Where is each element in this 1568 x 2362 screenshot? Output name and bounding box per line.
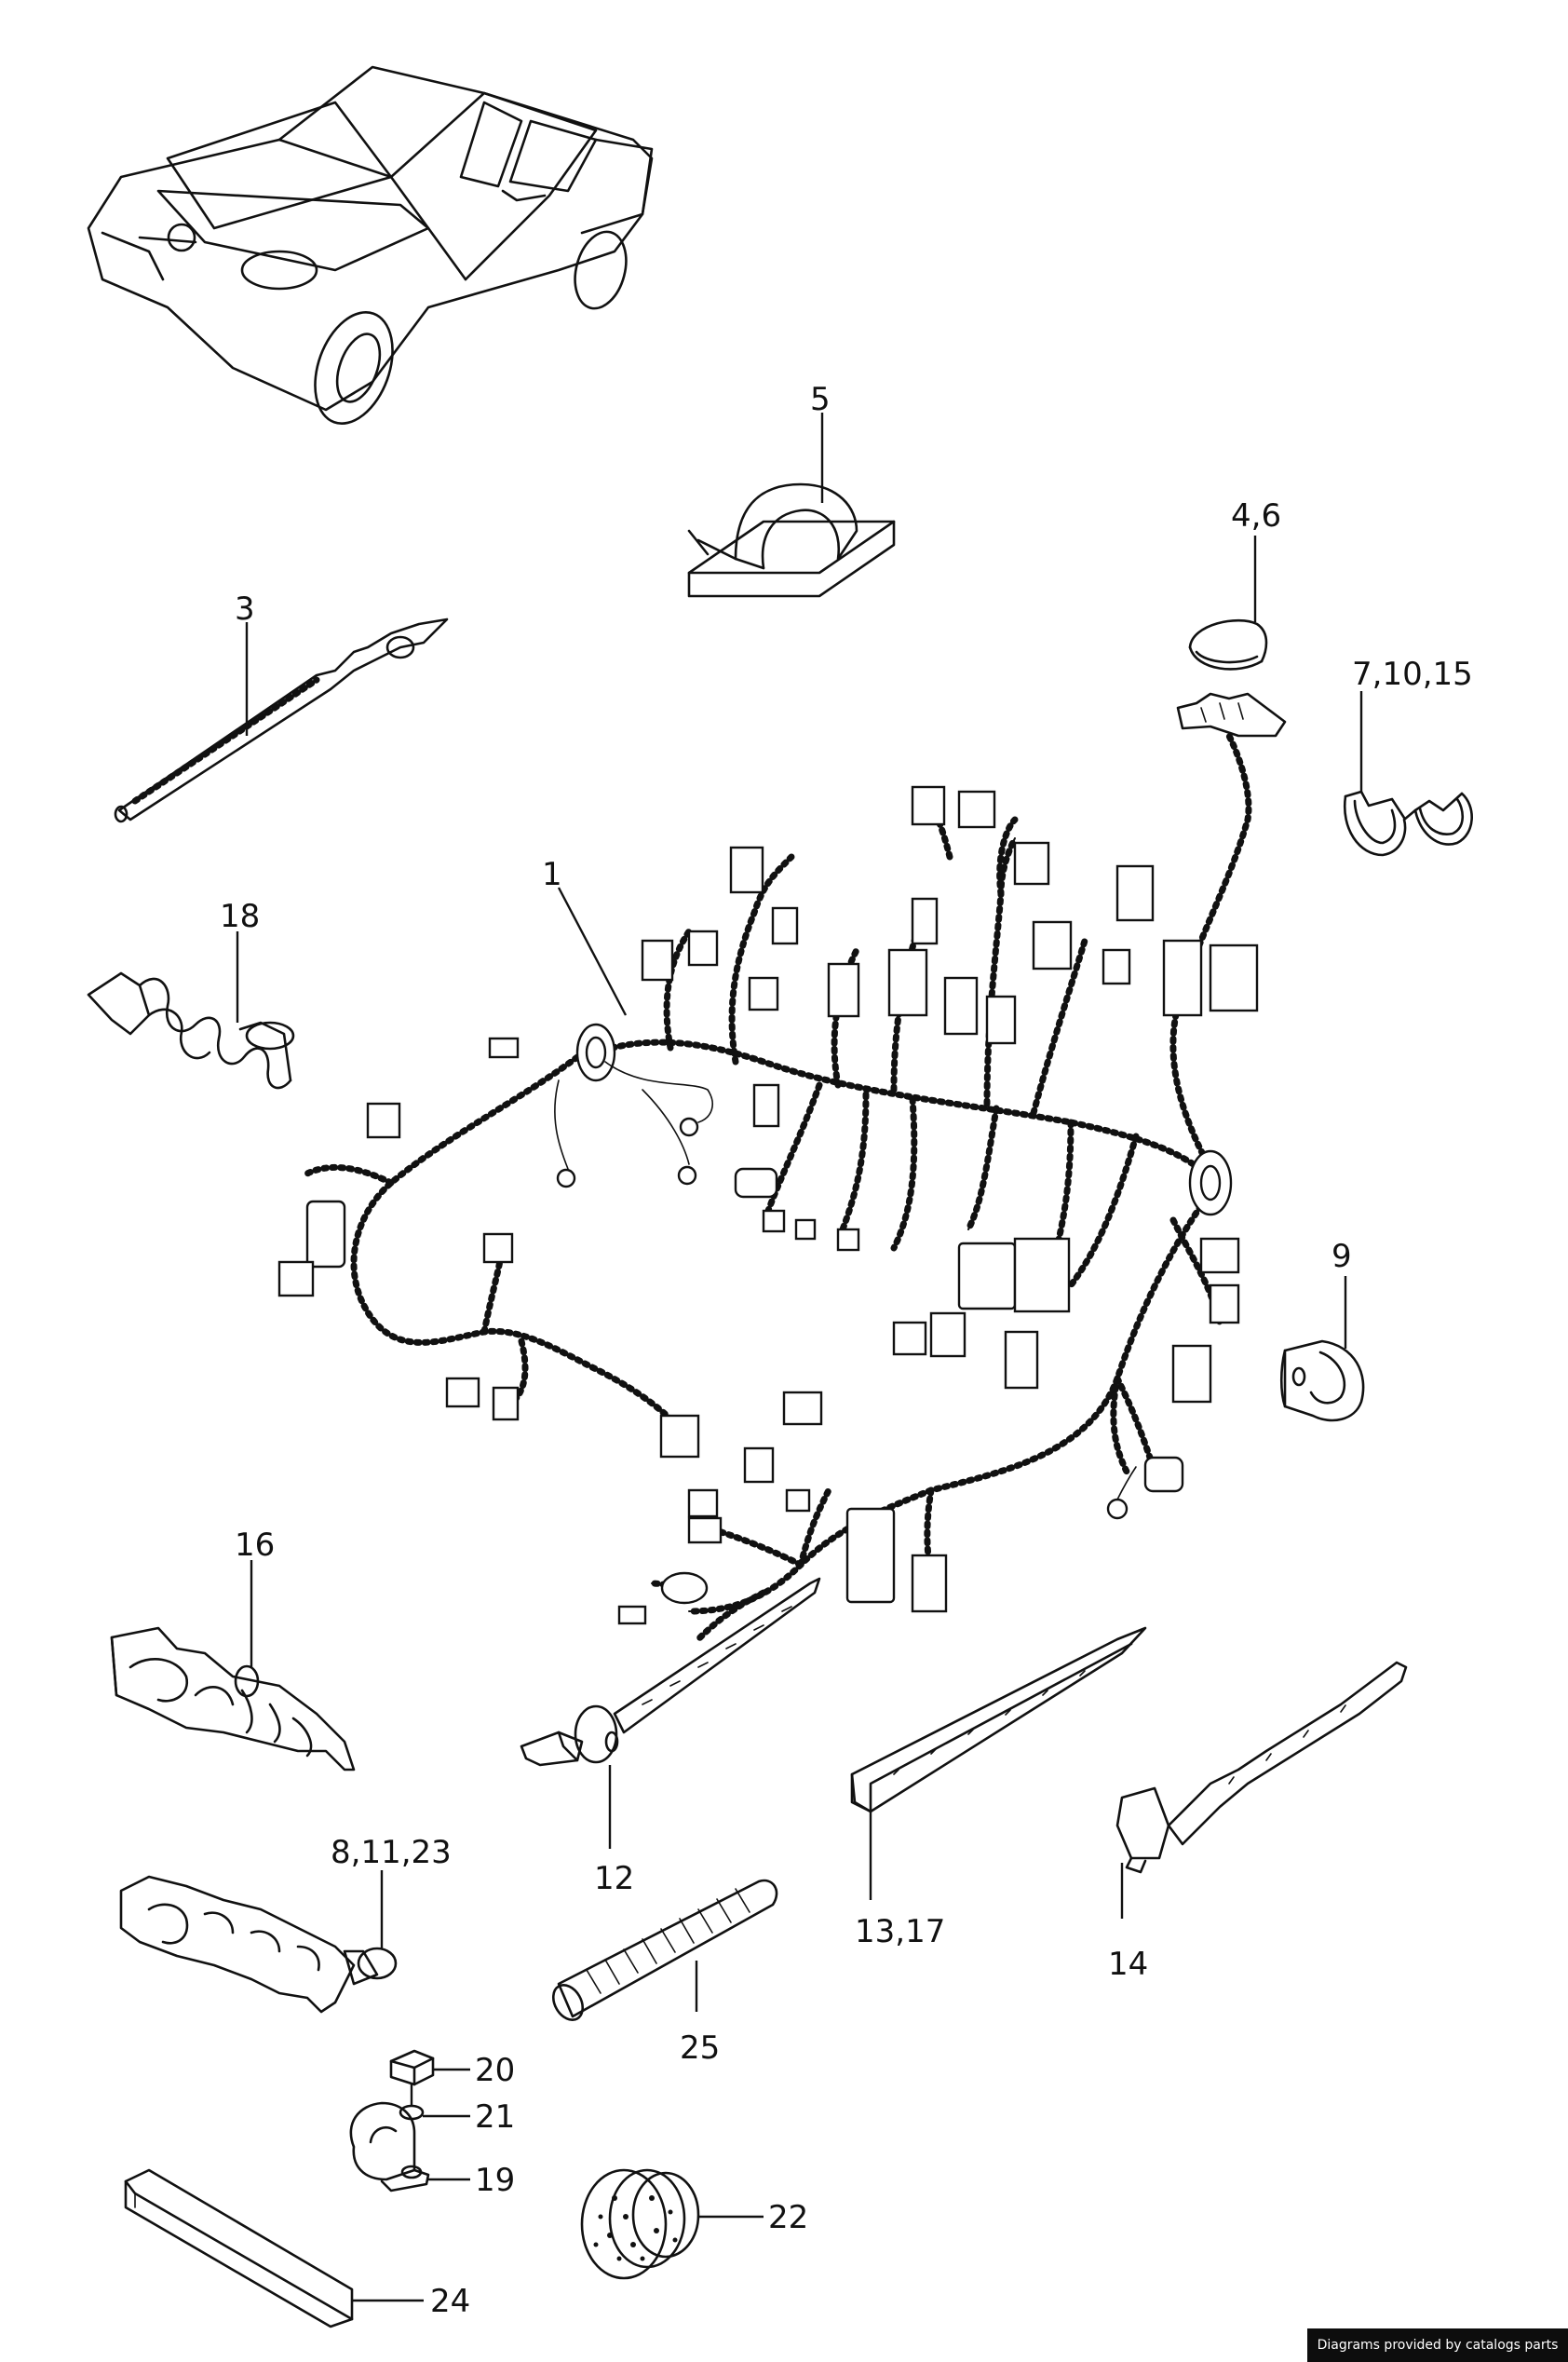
callout-21: 21: [475, 2098, 515, 2136]
callout-3: 3: [235, 590, 255, 628]
callout-5: 5: [810, 381, 831, 418]
callout-18: 18: [220, 898, 260, 935]
callout-13-17: 13,17: [855, 1913, 945, 1950]
callout-12: 12: [594, 1860, 634, 1897]
vehicle-illustration: [87, 65, 654, 425]
part-4-6-clamp: [1176, 618, 1287, 738]
part-9-clip: [1279, 1339, 1365, 1422]
callout-22: 22: [768, 2199, 808, 2236]
callout-25: 25: [680, 2029, 720, 2067]
callout-7-10-15: 7,10,15: [1352, 656, 1473, 693]
parts-19-20-21-bracket: [349, 2049, 435, 2192]
callout-19: 19: [475, 2162, 515, 2199]
part-13-17-cable-tie: [850, 1626, 1147, 1813]
part-12-cable-tie-anchor: [520, 1577, 821, 1767]
part-25-convoluted-tube: [551, 1879, 778, 2021]
part-8-11-23-clip-strip: [119, 1875, 398, 2014]
part-1-wiring-harness: [277, 732, 1259, 1643]
part-3-cable-tie: [114, 618, 449, 823]
part-24-adhesive-strip: [124, 2168, 354, 2328]
callout-1: 1: [542, 856, 562, 893]
footer-credit: Diagrams provided by catalogs parts: [1307, 2328, 1568, 2362]
part-16-clip-strip: [110, 1626, 356, 1772]
part-22-grommet: [580, 2168, 700, 2280]
callout-24: 24: [430, 2283, 470, 2320]
callout-20: 20: [475, 2052, 515, 2089]
callout-9: 9: [1331, 1238, 1352, 1275]
part-7-10-15-double-clip: [1343, 790, 1473, 857]
part-5-cable-clip: [687, 482, 896, 598]
part-14-cable-tie-head: [1115, 1661, 1408, 1874]
callout-16: 16: [235, 1527, 275, 1564]
callout-8-11-23: 8,11,23: [331, 1834, 452, 1871]
part-18-multi-clip: [87, 971, 295, 1090]
harness-connectors: [277, 785, 1259, 1625]
callout-14: 14: [1108, 1946, 1148, 1983]
callout-4-6: 4,6: [1231, 497, 1281, 535]
